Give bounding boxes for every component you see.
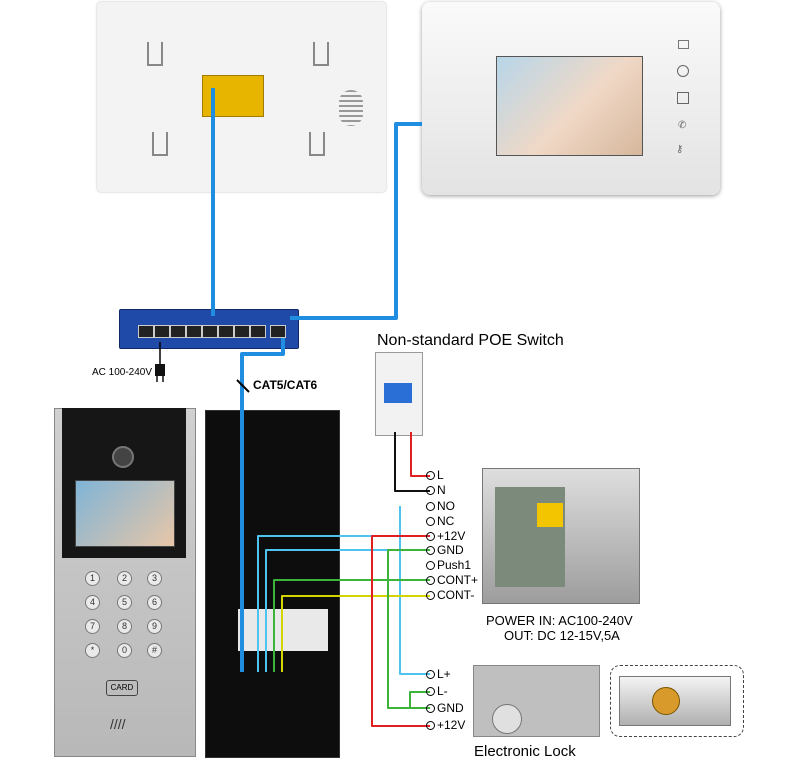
indoor-monitor-back: [97, 2, 386, 192]
caution-label-icon: [537, 503, 563, 527]
terminal-cont-plus: CONT+: [426, 573, 478, 587]
breaker-lever: [384, 383, 412, 403]
mount-slot-icon: [313, 42, 329, 66]
speaker-slots-icon: ////: [110, 716, 126, 732]
ac-plug-icon: [155, 342, 165, 382]
poe-switch: [119, 309, 299, 349]
cable-slash: [236, 379, 250, 393]
cable-marker: [236, 379, 250, 393]
terminal-l: L: [426, 468, 444, 482]
wire-live: [410, 432, 430, 477]
wire-gnd-panel: [265, 549, 430, 672]
terminal-cont-minus: CONT-: [426, 588, 474, 602]
lock-body: [619, 676, 731, 726]
cable-label: CAT5/CAT6: [253, 378, 318, 392]
wire-12v-panel: [257, 535, 430, 672]
speaker-grille-icon: [339, 90, 363, 126]
cable-monitor2-to-switch: [290, 122, 422, 320]
record-icon: [677, 65, 689, 77]
electronic-lock-label: Electronic Lock: [474, 743, 576, 760]
port-icon: [186, 325, 202, 338]
terminal-nc: NC: [426, 514, 454, 528]
keypad-key: *: [85, 643, 100, 658]
monitor-screen-image: [496, 56, 643, 156]
terminal-n: N: [426, 483, 446, 497]
keypad-key: 0: [117, 643, 132, 658]
monitor-buttons: ✆ ⚷: [676, 40, 690, 155]
camera-icon: [112, 446, 134, 468]
keypad-key: #: [147, 643, 162, 658]
lock-external-frame: [610, 665, 744, 737]
terminal-no: NO: [426, 499, 455, 513]
keypad-key: 9: [147, 619, 162, 634]
port-icon: [154, 325, 170, 338]
power-out-label: OUT: DC 12-15V,5A: [504, 628, 620, 643]
lock-gear-icon: [492, 704, 522, 734]
key-cylinder-icon: [652, 687, 680, 715]
power-supply: [482, 468, 640, 604]
lock-terminal-12v: +12V: [426, 718, 465, 732]
mount-slot-icon: [152, 132, 168, 156]
keypad-key: 2: [117, 571, 132, 586]
wire-no-to-lock: [399, 506, 430, 675]
card-reader: CARD: [106, 680, 138, 696]
menu-icon: [678, 40, 689, 49]
wire-cont-minus: [281, 595, 430, 672]
grid-icon: [677, 92, 689, 104]
keypad-key: 8: [117, 619, 132, 634]
panel-screen-image: [75, 480, 175, 547]
control-wires: [257, 432, 430, 727]
port-icon: [138, 325, 154, 338]
wire-lock-12v: [371, 535, 430, 727]
terminal-gnd: GND: [426, 543, 464, 557]
keypad: 1 2 3 4 5 6 7 8 9 * 0 #: [85, 571, 165, 661]
power-in-label: POWER IN: AC100-240V: [486, 613, 633, 628]
network-cables: [211, 88, 422, 672]
keypad-key: 3: [147, 571, 162, 586]
card-label: CARD: [110, 683, 134, 692]
wire-neutral: [394, 432, 430, 492]
mount-slot-icon: [309, 132, 325, 156]
port-icon: [234, 325, 250, 338]
keypad-key: 1: [85, 571, 100, 586]
cable-switch-to-panel: [240, 338, 285, 672]
port-icon: [270, 325, 286, 338]
port-icon: [170, 325, 186, 338]
poe-switch-label: Non-standard POE Switch: [377, 332, 564, 349]
port-icon: [218, 325, 234, 338]
lock-terminal-gnd: GND: [426, 701, 464, 715]
key-icon: ⚷: [676, 144, 684, 155]
terminal-12v: +12V: [426, 529, 465, 543]
keypad-key: 5: [117, 595, 132, 610]
lock-terminal-l-minus: L-: [426, 684, 448, 698]
ac-input-label: AC 100-240V: [92, 367, 153, 378]
terminal-push1: Push1: [426, 558, 471, 572]
lock-internal: [473, 665, 600, 737]
circuit-breaker: [375, 352, 423, 436]
phone-icon: ✆: [678, 120, 687, 131]
mount-slot-icon: [147, 42, 163, 66]
port-icon: [250, 325, 266, 338]
wire-lock-l-minus: [409, 691, 430, 708]
wire-cont-plus: [273, 579, 430, 672]
wire-lock-gnd: [387, 549, 430, 709]
keypad-key: 4: [85, 595, 100, 610]
keypad-key: 7: [85, 619, 100, 634]
keypad-key: 6: [147, 595, 162, 610]
lock-terminal-l-plus: L+: [426, 667, 451, 681]
port-icon: [202, 325, 218, 338]
